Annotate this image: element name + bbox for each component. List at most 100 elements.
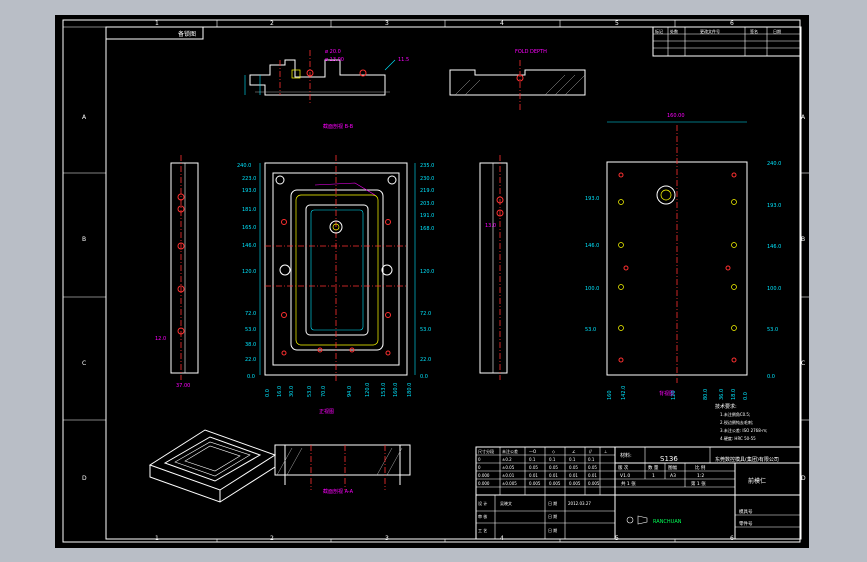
dim-label: 223.0	[242, 176, 256, 182]
tech-notes: 技术要求: 1.未注倒角C0.5; 2.锐边倒钝去毛刺; 3.未注公差: ISO…	[715, 403, 767, 441]
row-label: D	[801, 475, 806, 482]
section-label: 截面剖视 A-A	[323, 488, 354, 495]
hole-note: 11.5	[398, 57, 409, 63]
dim-label: 146.0	[242, 243, 256, 249]
notes-line: 3.未注公差: ISO 2768-m;	[720, 427, 767, 433]
dim-label: 0.0	[247, 374, 255, 380]
tolerance-cell: ±0.05	[502, 465, 515, 470]
dim-label: 100.0	[585, 286, 599, 292]
revision-table: 标记 处数 更改文件号 签名 日期	[652, 26, 802, 57]
outer-border	[62, 19, 801, 543]
row-label: B	[801, 236, 805, 243]
tol-header: //	[589, 449, 592, 454]
section-view-aa: 截面剖视 A-A	[274, 444, 411, 495]
rev-header: 处数	[670, 28, 678, 34]
dim-label: 181.0	[242, 207, 256, 213]
dim-label: 53.0	[767, 327, 778, 333]
dim-label: 160	[607, 390, 613, 400]
dim-label: 53.0	[245, 327, 256, 333]
col-label: 2	[270, 20, 274, 27]
dim-label: 142.0	[621, 386, 627, 400]
dim-label: 193.0	[767, 203, 781, 209]
dim-label: 193.0	[585, 196, 599, 202]
col-label: 1	[155, 20, 159, 27]
dim-label: 30.0	[289, 386, 295, 397]
section-view-bb: ø 20.0 ø 13.00 11.5 截面剖视 B-B	[244, 49, 409, 130]
tolerance-cell: ±0.2	[502, 457, 512, 462]
dim-label: 193.0	[242, 188, 256, 194]
tolerance-cell: 0.005	[588, 481, 600, 486]
company-name: 东莞数控模具(集团)有限公司	[715, 456, 779, 463]
section-label: FOLD DEPTH	[515, 49, 547, 55]
dim-label: 36.0	[719, 389, 725, 400]
tolerance-cell: 0.01	[569, 473, 578, 478]
tolerance-cell: 0.005	[569, 481, 581, 486]
section-label: 背视图	[659, 390, 674, 397]
dim-label: 240.0	[237, 163, 251, 169]
dim-label: 0.0	[420, 374, 428, 380]
tolerance-cell: 0.000	[478, 481, 490, 486]
version-value: 1	[652, 473, 655, 479]
version-value: 1:2	[697, 473, 704, 479]
tolerance-cell: 0	[478, 465, 481, 470]
isometric-view	[148, 429, 277, 503]
cad-drawing: 1 2 3 4 5 6 1 2 3 4 5 6 A B C D A B C D …	[62, 19, 809, 543]
tolerance-cell: 0.000	[478, 473, 490, 478]
dim-label: 235.0	[420, 163, 434, 169]
dim-label: 165.0	[242, 225, 256, 231]
design-label: 设 计	[478, 500, 487, 506]
company-logo: RANCHUAN	[653, 519, 682, 525]
sheet-total: 共 1 张	[621, 480, 636, 487]
version-label: 图幅	[668, 464, 677, 471]
tolerance-cell: 0.1	[569, 457, 576, 462]
tol-header: 尺寸分段	[478, 448, 494, 454]
row-label: A	[801, 114, 806, 121]
row-label: B	[82, 236, 86, 243]
tol-header: ◇	[552, 449, 556, 454]
dim-label: 203.0	[420, 201, 434, 207]
projection-cone-icon	[637, 515, 648, 525]
dim-label: 70.0	[321, 386, 327, 397]
col-label: 6	[730, 20, 734, 27]
rev-header: 签名	[750, 28, 758, 34]
row-label: C	[82, 360, 86, 367]
tolerance-cell: 0.05	[549, 465, 558, 470]
section-label: 截面剖视 B-B	[323, 123, 354, 130]
dim-label: 0.0	[743, 392, 749, 400]
dim-label: 94.0	[347, 386, 353, 397]
designer: 吴晓文	[500, 500, 512, 506]
row-label: D	[82, 475, 87, 482]
dim-label: 0.0	[767, 374, 775, 380]
tolerance-cell: ±0.005	[502, 481, 517, 486]
dim-label: 191.0	[420, 213, 434, 219]
dim-label: 146.0	[767, 244, 781, 250]
right-side-view: 13.0	[479, 155, 508, 380]
dim-label: 120	[671, 390, 677, 400]
dim-label: 0.0	[265, 389, 271, 397]
version-label: 版 次	[618, 464, 629, 471]
front-right-dims: 235.0 230.0 219.0 203.0 191.0 168.0 120.…	[414, 163, 434, 380]
part-name: 前模仁	[748, 477, 766, 485]
mold-no-label: 模具号	[739, 508, 753, 515]
tol-header: 未注公差	[502, 448, 518, 454]
dim-label: 18.0	[731, 389, 737, 400]
tolerance-cell: 0.05	[529, 465, 538, 470]
dim-label: 53.0	[307, 386, 313, 397]
row-label: C	[801, 360, 805, 367]
dim-label: 120.0	[365, 383, 371, 397]
notes-title: 技术要求:	[715, 403, 737, 410]
dim-label: 230.0	[420, 176, 434, 182]
tolerance-cell: ±0.01	[502, 473, 515, 478]
tolerance-cell: 0.1	[588, 457, 595, 462]
tolerance-cell: 0	[478, 457, 481, 462]
side-dim: 13.0	[485, 223, 496, 229]
first-angle-projection-icon	[626, 516, 634, 524]
dim-label: 38.0	[245, 342, 256, 348]
craft-label: 工 艺	[478, 528, 487, 533]
corner-tag: 备锁图	[178, 30, 196, 38]
tolerance-cell: 0.01	[529, 473, 538, 478]
dim-label: 16.0	[277, 386, 283, 397]
tolerance-cell: 0.05	[569, 465, 578, 470]
dim-label: 168.0	[420, 226, 434, 232]
